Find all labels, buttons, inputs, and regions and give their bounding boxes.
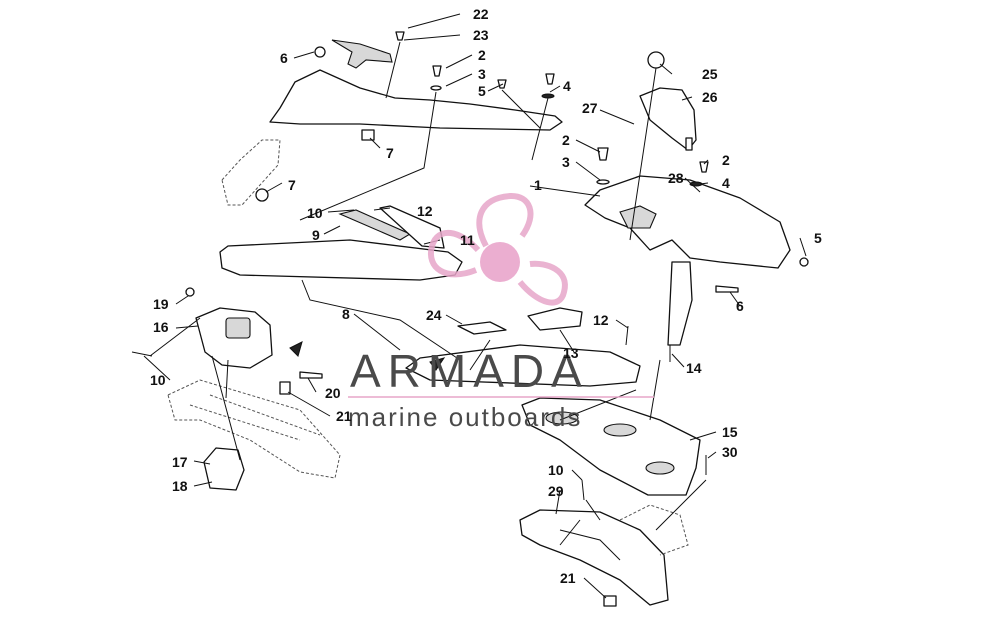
bracket-16-window	[225, 317, 251, 339]
callout-18: 18	[172, 478, 188, 494]
callout-2-mid: 2	[562, 132, 570, 148]
callout-9: 9	[312, 227, 320, 243]
logo-blade-top	[476, 193, 534, 248]
callout-8: 8	[342, 306, 350, 322]
right-console-leg	[667, 261, 693, 346]
callout-1: 1	[534, 177, 542, 193]
callout-26: 26	[702, 89, 718, 105]
callout-labels: 22 23 2 3 5 4 6 7 7 25 26 27 2 3 1 2 4 2…	[150, 6, 822, 586]
callout-15: 15	[722, 424, 738, 440]
console-cup-28	[619, 205, 657, 229]
callout-leaders	[143, 13, 807, 599]
callout-5-right: 5	[814, 230, 822, 246]
logo-blade-right	[517, 260, 568, 306]
callout-5-top: 5	[478, 83, 486, 99]
callout-7-top: 7	[386, 145, 394, 161]
cover-26	[639, 87, 697, 151]
bracket-11	[379, 205, 445, 249]
tray-hole-1	[545, 411, 579, 425]
callout-6-top: 6	[280, 50, 288, 66]
arrow-marker-center	[429, 357, 446, 371]
callout-7-left: 7	[288, 177, 296, 193]
logo-blade-left	[427, 229, 481, 278]
washer-3-mid	[596, 179, 610, 185]
watermark-subtitle: marine outboards	[348, 402, 582, 432]
pin-10-left	[131, 351, 153, 357]
callout-4-right: 4	[722, 175, 730, 191]
bolt-20	[299, 371, 323, 379]
callout-28: 28	[668, 170, 684, 186]
bracket-17	[203, 447, 245, 491]
callout-14: 14	[686, 360, 702, 376]
callout-16: 16	[153, 319, 169, 335]
callout-6-right: 6	[736, 298, 744, 314]
left-frame-outline	[167, 379, 341, 479]
screw-2-right	[545, 73, 555, 85]
brand-logo	[427, 193, 568, 306]
screw-5-right	[799, 257, 809, 267]
logo-hub	[480, 242, 520, 282]
callout-3-mid: 3	[562, 154, 570, 170]
callout-10-bottom: 10	[548, 462, 564, 478]
callout-23: 23	[473, 27, 489, 43]
callout-24: 24	[426, 307, 442, 323]
tray-hole-3	[645, 461, 675, 475]
callout-13: 13	[563, 345, 579, 361]
callout-10-top: 10	[307, 205, 323, 221]
callout-11: 11	[460, 232, 475, 248]
upper-center-panel	[269, 69, 563, 131]
callout-20: 20	[325, 385, 341, 401]
watermark-title: ARMADA	[350, 345, 589, 397]
callout-2-right: 2	[722, 152, 730, 168]
callout-10-left: 10	[150, 372, 166, 388]
support-13	[405, 344, 641, 387]
screw-22	[395, 31, 405, 41]
callout-30: 30	[722, 444, 738, 460]
clip-26	[685, 137, 693, 151]
callout-17: 17	[172, 454, 188, 470]
nut-7-top	[361, 129, 375, 141]
callout-19: 19	[153, 296, 169, 312]
arrow-marker-left	[289, 341, 303, 357]
plate-12-b	[527, 307, 583, 331]
left-frame-inner	[189, 394, 321, 441]
callout-12-top: 12	[417, 203, 433, 219]
frame-outline-right	[619, 504, 689, 556]
washer-3-top	[430, 85, 442, 91]
right-console-panel	[584, 175, 791, 269]
plate-29-ribs	[559, 519, 621, 561]
bar-24	[457, 321, 507, 335]
assembly-lines	[149, 41, 707, 531]
nut-7-left	[255, 188, 269, 202]
tray-hole-2	[603, 423, 637, 437]
callout-29: 29	[548, 483, 564, 499]
pin-10-bottom	[581, 479, 585, 501]
plate-29	[519, 509, 669, 606]
callout-2-top: 2	[478, 47, 486, 63]
fastener-6-top	[314, 46, 326, 58]
callout-12-right: 12	[593, 312, 609, 328]
clip-21-left	[279, 381, 291, 395]
upper-panel-bracket	[331, 39, 393, 69]
pin-12-right	[625, 325, 629, 346]
callout-25: 25	[702, 66, 718, 82]
screw-2-mid	[597, 147, 609, 161]
side-frame-outline	[221, 139, 281, 206]
screw-19	[185, 287, 195, 297]
callout-22: 22	[473, 6, 489, 22]
callout-21-left: 21	[336, 408, 352, 424]
callout-4-top: 4	[563, 78, 571, 94]
callout-21-bottom: 21	[560, 570, 576, 586]
clip-21-bottom	[603, 595, 617, 607]
screw-2-top	[432, 65, 442, 77]
callout-27: 27	[582, 100, 598, 116]
bolt-6-right	[715, 285, 739, 293]
seat-bar-8	[219, 239, 463, 281]
callout-3-top: 3	[478, 66, 486, 82]
washer-4-top	[541, 93, 555, 99]
